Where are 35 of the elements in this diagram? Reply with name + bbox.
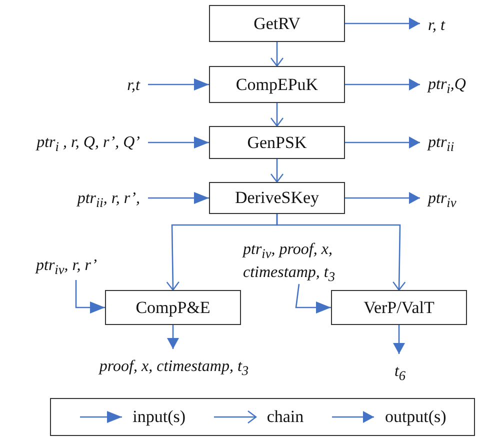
parameter-text: r,t: [110, 76, 140, 96]
parameter-text: r, t: [428, 16, 468, 36]
parameter-text: ptr$_{i}$ , r, Q, r’, Q’: [8, 133, 140, 156]
arrow: [270, 42, 284, 67]
process-box: GetRV: [209, 5, 345, 42]
arrow: [345, 18, 420, 30]
arrow: [345, 78, 420, 90]
parameter-text: proof, x, ctimestamp, t$_{3}$: [84, 357, 264, 380]
process-box: CompEPuK: [209, 66, 345, 103]
parameter-text: ptr$_{iv}$, proof, x, ctimestamp, t$_{3}$: [243, 240, 355, 286]
process-box: DeriveSKey: [209, 182, 345, 214]
arrow: [148, 136, 209, 148]
parameter-text: ptr$_{iv}$, r, r’: [36, 256, 116, 279]
arrow: [345, 192, 420, 204]
arrow: [345, 136, 420, 148]
parameter-text: ptr$_{iv}$: [428, 189, 468, 212]
legend-label: chain: [266, 407, 304, 427]
legend-label: output(s): [384, 407, 446, 427]
arrow: [276, 214, 406, 291]
arrow: [148, 192, 209, 204]
arrow: [270, 159, 284, 183]
process-box: CompP&E: [105, 290, 241, 325]
arrow: [393, 325, 405, 354]
arrow: [75, 280, 105, 314]
arrow: [270, 103, 284, 127]
parameter-text: ptr$_{ii}$, r, r’,: [50, 189, 140, 212]
parameter-text: t$_{6}$: [390, 362, 410, 385]
arrow: [295, 284, 331, 314]
parameter-text: ptr$_{i}$,Q: [428, 75, 480, 98]
parameter-text: ptr$_{ii}$: [428, 133, 468, 156]
arrow: [148, 78, 209, 90]
process-box: GenPSK: [209, 126, 345, 159]
process-box: VerP/ValT: [331, 290, 467, 325]
legend-label: input(s): [132, 407, 186, 427]
arrow: [167, 325, 179, 349]
